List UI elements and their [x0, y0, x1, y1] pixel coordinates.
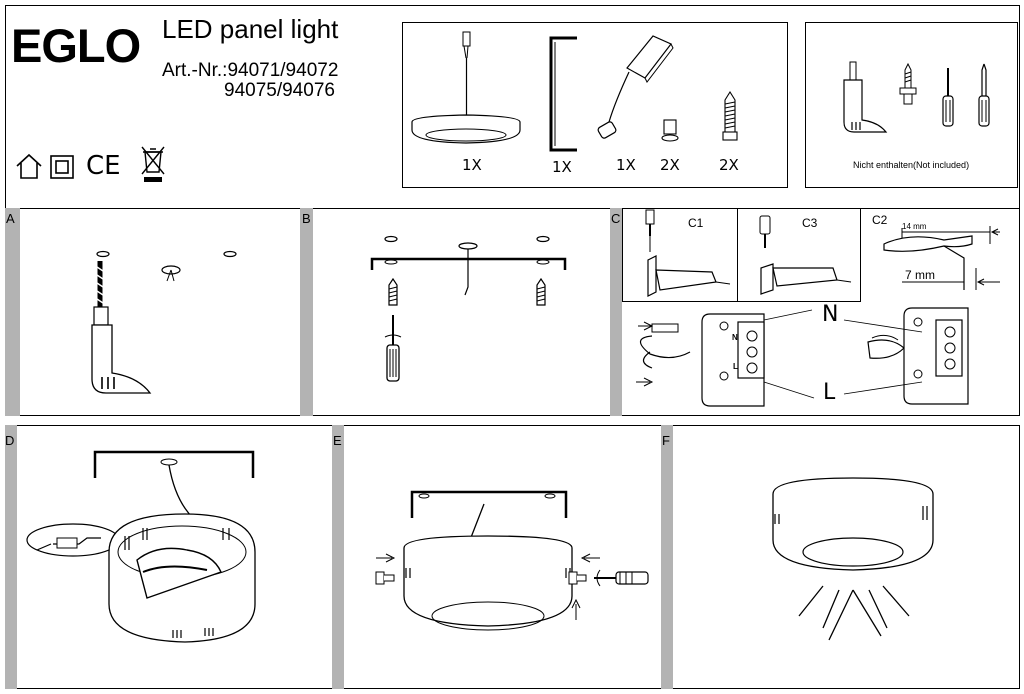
not-included-box — [805, 22, 1018, 188]
indoor-house-icon — [16, 153, 42, 179]
drill-icon — [843, 61, 888, 133]
brand-logo: EGLO — [11, 19, 141, 72]
terminal-letter-l: L — [733, 362, 738, 371]
step-e-label: E — [333, 433, 342, 448]
ce-mark-icon: CE — [86, 151, 121, 181]
step-d-band — [5, 425, 17, 689]
step-c3-driver-closed-illustration — [759, 215, 852, 295]
step-b-bracket-illustration — [370, 235, 567, 382]
step-e-fixing-illustration — [375, 490, 649, 631]
step-c-band — [610, 208, 622, 416]
mounting-bracket-illustration — [549, 36, 577, 152]
step-c3-label: C3 — [802, 216, 818, 230]
step-a-band — [5, 208, 20, 416]
step-a-drilling-illustration — [91, 250, 237, 394]
wire-strip-diagram — [883, 226, 1000, 290]
weee-crossed-bin-icon — [141, 146, 165, 182]
screw-illustration — [722, 90, 738, 141]
not-included-label: Nicht enthalten(Not included) — [853, 160, 970, 170]
plug-connector-illustration — [661, 119, 679, 142]
step-c-label: C — [611, 211, 621, 226]
strip-length-14mm: 14 mm — [902, 222, 927, 231]
article-number-line2: 94075/94076 — [224, 80, 335, 101]
wiring-terminal-illustration — [636, 307, 969, 407]
count-bracket: 1X — [552, 158, 572, 176]
count-driver: 1X — [616, 156, 636, 174]
step-d-label: D — [5, 433, 15, 448]
package-contents-box — [402, 22, 788, 188]
driver-illustration — [597, 35, 674, 139]
product-title: LED panel light — [162, 14, 339, 44]
step-a-label: A — [6, 211, 15, 226]
step-d-connection-illustration — [26, 450, 256, 643]
live-wire-label: L — [823, 380, 836, 405]
step-b-band — [300, 208, 313, 416]
step-f-band — [661, 425, 673, 689]
step-c1-label: C1 — [688, 216, 704, 230]
panel-light-illustration — [411, 31, 521, 144]
count-connector: 2X — [660, 156, 680, 174]
step-f-finished-light-illustration — [772, 477, 934, 641]
strip-length-7mm: 7 mm — [905, 268, 935, 282]
class-ii-double-square-icon — [50, 155, 74, 179]
step-c3-frame — [737, 208, 861, 302]
count-panel: 1X — [462, 156, 482, 174]
step-b-label: B — [302, 211, 311, 226]
cross-screwdriver-icon — [978, 63, 990, 127]
step-f-label: F — [662, 433, 670, 448]
article-number-line1: Art.-Nr.:94071/94072 — [162, 60, 339, 81]
neutral-wire-label: N — [822, 302, 839, 327]
wall-plug-screw-icon — [899, 62, 917, 105]
step-c2-label: C2 — [872, 213, 888, 227]
step-c1-driver-open-illustration — [645, 209, 731, 297]
terminal-letter-n: N — [732, 333, 738, 342]
screwdriver-icon — [942, 68, 954, 127]
step-e-band — [332, 425, 344, 689]
count-screw: 2X — [719, 156, 739, 174]
